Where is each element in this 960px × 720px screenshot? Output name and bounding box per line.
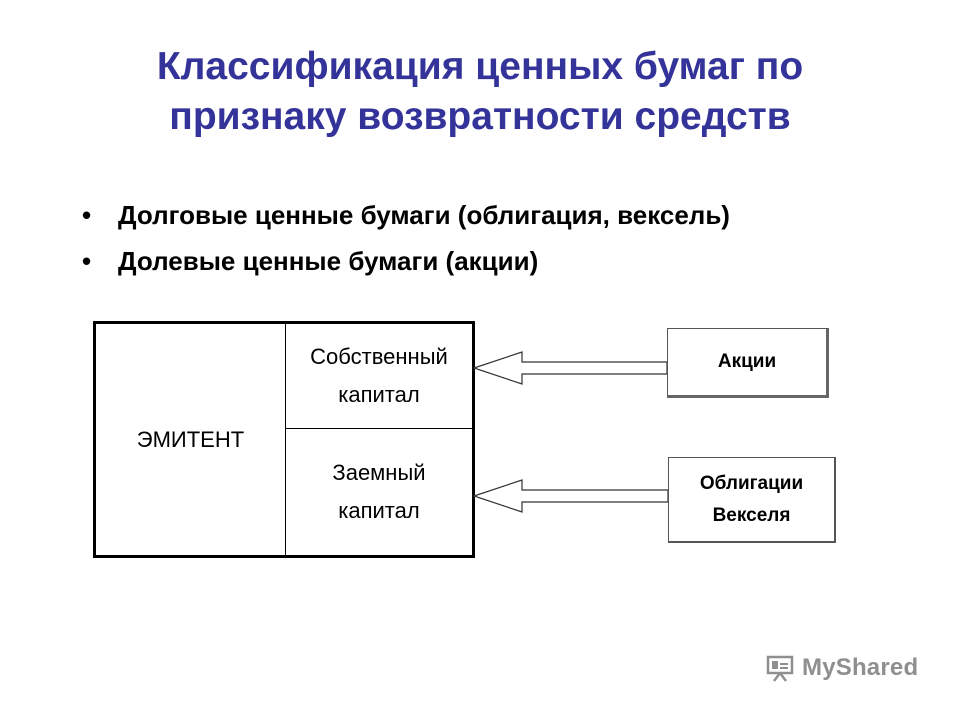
- shares-box: Акции: [667, 328, 829, 398]
- bills-label: Векселя: [712, 504, 791, 526]
- title-line-1: Классификация ценных бумаг по: [156, 45, 804, 88]
- loan-capital-line-1: Заемный: [332, 460, 426, 485]
- watermark: MyShared: [766, 654, 918, 682]
- shares-label: Акции: [717, 351, 777, 372]
- bullet-item-equity: • Долевые ценные бумаги (акции): [82, 238, 730, 284]
- bullet-text-equity: Долевые ценные бумаги (акции): [118, 246, 539, 276]
- loan-capital-line-2: капитал: [338, 498, 420, 523]
- loan-capital-cell: Заемный капитал: [286, 429, 472, 555]
- arrow-shares-to-own-capital: [472, 351, 668, 385]
- watermark-text: MyShared: [802, 654, 919, 681]
- own-capital-line-2: капитал: [338, 382, 420, 407]
- slide-title: Классификация ценных бумаг по признаку в…: [60, 42, 900, 142]
- emitter-label: ЭМИТЕНТ: [136, 426, 245, 452]
- bullet-dot: •: [82, 200, 92, 230]
- horizontal-divider: [286, 428, 472, 429]
- bullet-dot: •: [82, 246, 92, 276]
- own-capital-cell: Собственный капитал: [286, 324, 472, 428]
- title-line-2: признаку возвратности средств: [169, 95, 791, 138]
- bullet-item-debt: • Долговые ценные бумаги (облигация, век…: [82, 192, 730, 238]
- bullet-text-debt: Долговые ценные бумаги (облигация, вексе…: [118, 200, 730, 230]
- bullet-list: • Долговые ценные бумаги (облигация, век…: [82, 192, 730, 284]
- bonds-label: Облигации: [699, 472, 804, 494]
- arrow-bonds-to-loan-capital: [472, 479, 669, 513]
- bonds-box: Облигации Векселя: [668, 457, 836, 543]
- vertical-divider: [285, 324, 286, 555]
- presentation-board-icon: [766, 655, 794, 682]
- own-capital-line-1: Собственный: [310, 344, 448, 369]
- emitter-box: ЭМИТЕНТ Собственный капитал Заемный капи…: [93, 321, 475, 558]
